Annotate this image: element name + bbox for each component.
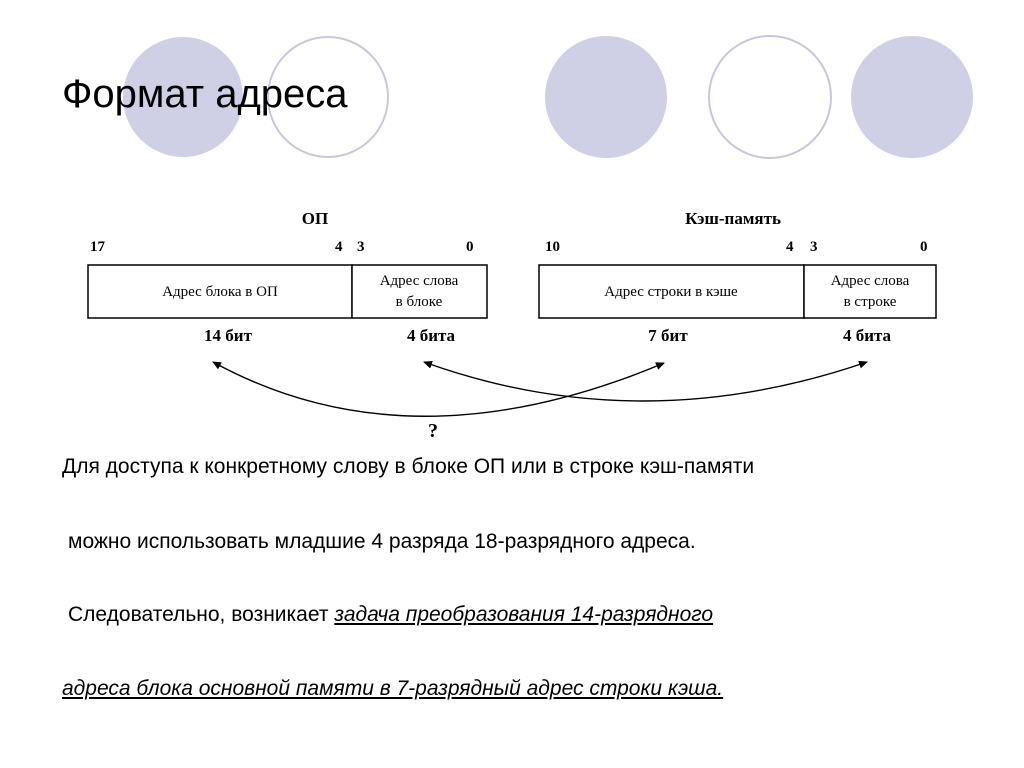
cache-memory-caption: Кэш-память (685, 209, 781, 228)
decor-circle-outline-2 (708, 35, 832, 159)
field-word-in-line (803, 264, 937, 319)
field-line-address-label: Адрес строки в кэше (604, 284, 738, 300)
text-line-2: можно использовать младшие 4 разряда 18-… (68, 530, 696, 553)
field-word-in-block-line2: в блоке (396, 294, 443, 310)
text-line-3-emphasis: задача преобразования 14-разрядного (334, 603, 714, 626)
bit-label-4-left: 4 (335, 239, 343, 255)
bit-label-3-left: 3 (357, 239, 365, 255)
bit-label-0-right: 0 (920, 239, 928, 255)
bit-label-0-left: 0 (466, 239, 474, 255)
text-line-4: адреса блока основной памяти в 7-разрядн… (62, 677, 724, 700)
text-line-3-prefix: Следовательно, возникает (68, 603, 335, 626)
main-memory-caption: ОП (302, 209, 328, 228)
field-word-in-block-line1: Адрес слова (380, 273, 459, 289)
field-block-address-label: Адрес блока в ОП (162, 284, 278, 300)
text-line-1: Для доступа к конкретному слову в блоке … (62, 455, 755, 478)
arrow-4bit-to-4bit (423, 360, 868, 402)
decor-circle-filled-1 (123, 37, 243, 157)
field-word-in-block (351, 264, 488, 319)
size-4-bits-left: 4 бита (407, 326, 456, 345)
decor-circle-filled-3 (851, 36, 973, 158)
size-4-bits-right: 4 бита (843, 326, 892, 345)
field-line-address (538, 264, 805, 319)
text-line-3: Следовательно, возникает задача преобраз… (68, 603, 713, 627)
size-7-bits: 7 бит (648, 326, 688, 345)
bit-label-17: 17 (90, 239, 106, 255)
size-14-bits: 14 бит (204, 326, 253, 345)
bit-label-4-right: 4 (786, 239, 794, 255)
bit-label-10: 10 (545, 239, 560, 255)
field-word-in-line-line1: Адрес слова (831, 273, 910, 289)
bit-label-3-right: 3 (810, 239, 818, 255)
question-mark: ? (428, 420, 438, 442)
field-word-in-line-line2: в строке (844, 294, 897, 310)
decor-circle-filled-2 (545, 36, 667, 158)
slide-title: Формат адреса (62, 72, 348, 116)
arrow-14bit-to-7bit (212, 361, 665, 417)
decor-circle-outline-1 (267, 36, 389, 158)
